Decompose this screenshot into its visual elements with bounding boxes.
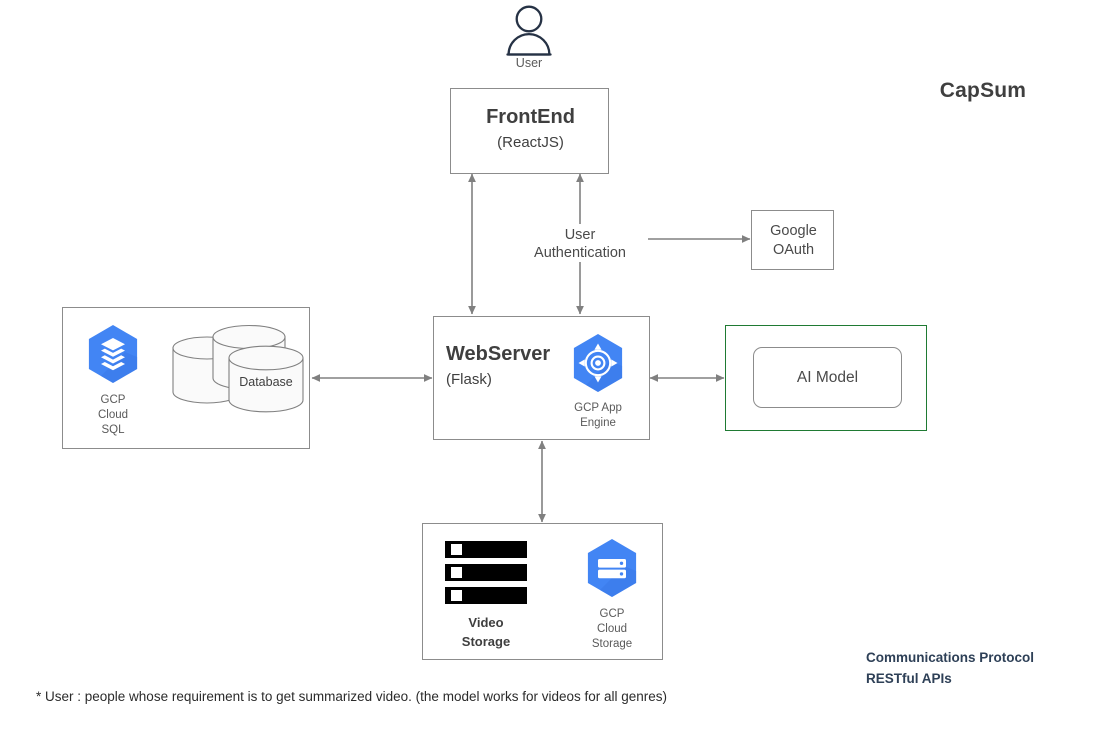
gcp-app-engine-label-line1: GCP App [574, 402, 622, 414]
server-led-2 [451, 567, 462, 578]
video-storage-label-line1: Video [468, 615, 504, 630]
ai-model-inner[interactable]: AI Model [753, 347, 902, 408]
gcp-cloud-sql-icon [81, 322, 145, 391]
gcp-cloud-sql-box[interactable]: GCP Cloud SQL [62, 307, 310, 449]
gcp-app-engine-icon [566, 331, 630, 400]
frontend-title: FrontEnd [486, 106, 575, 128]
server-rack-bar-3 [445, 587, 527, 604]
server-rack-bar-2 [445, 564, 527, 581]
server-led-3 [451, 590, 462, 601]
server-led-1 [451, 544, 462, 555]
google-oauth-line1: Google [770, 223, 817, 239]
gcp-cloud-storage-label-line3: Storage [591, 638, 633, 650]
server-rack-bar-1 [445, 541, 527, 558]
footnote: * User : people whose requirement is to … [36, 689, 668, 704]
gcp-cloud-storage-icon [580, 536, 644, 605]
google-oauth-line2: OAuth [772, 242, 815, 258]
legend-line2: RESTful APIs [866, 671, 952, 686]
legend-line1: Communications Protocol [866, 650, 1035, 665]
database-cylinders: Database [167, 320, 307, 431]
gcp-cloud-sql-label-line3: SQL [101, 424, 125, 436]
frontend-tech: (ReactJS) [497, 134, 564, 151]
user-authentication-label-line1: User [564, 227, 596, 243]
user-icon-label: User [515, 56, 543, 70]
webserver-tech: (Flask) [446, 371, 492, 388]
database-label: Database [239, 375, 293, 389]
frontend-box[interactable]: FrontEnd (ReactJS) [450, 88, 609, 174]
user-authentication-label-line2: Authentication [534, 245, 626, 261]
webserver-box[interactable]: WebServer (Flask) GCP App Engine [433, 316, 650, 440]
gcp-cloud-storage-label-line1: GCP [599, 608, 625, 620]
webserver-title: WebServer [446, 343, 551, 365]
gcp-app-engine-label-line2: Engine [580, 417, 616, 429]
gcp-cloud-sql-label-line2: Cloud [97, 409, 129, 421]
video-storage-label-line2: Storage [461, 634, 511, 649]
google-oauth-box[interactable]: Google OAuth [751, 210, 834, 270]
gcp-cloud-sql-label-line1: GCP [100, 394, 126, 406]
page-title: CapSum [939, 79, 1027, 102]
user-icon [505, 4, 553, 56]
server-rack-icon [445, 541, 527, 604]
gcp-cloud-storage-label-line2: Cloud [596, 623, 628, 635]
ai-model-box[interactable]: AI Model [725, 325, 927, 431]
ai-model-label: AI Model [796, 368, 859, 386]
video-storage-box[interactable]: Video Storage GCP Cloud Storage [422, 523, 663, 660]
